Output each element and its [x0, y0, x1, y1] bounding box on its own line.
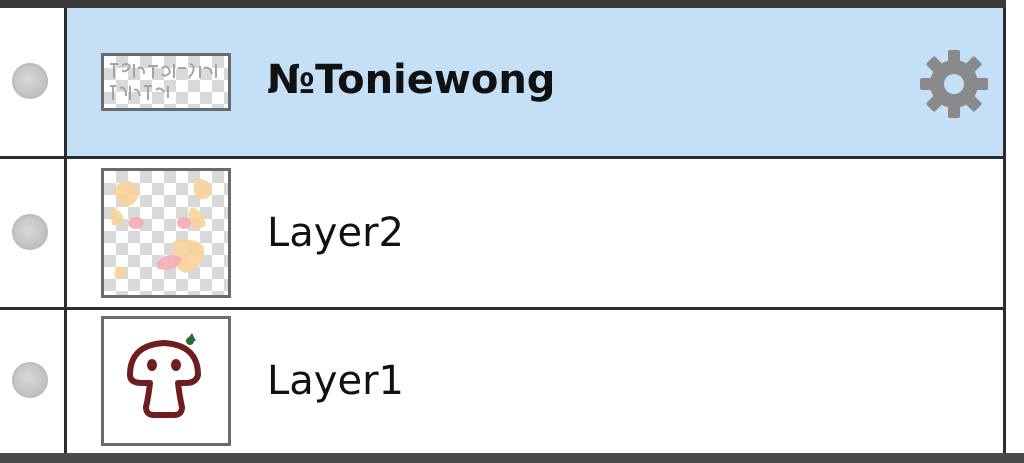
- layer-name[interactable]: Layer1: [267, 358, 404, 404]
- layer-row-content[interactable]: №Toniewong: [67, 8, 1003, 156]
- visibility-toggle-icon[interactable]: [12, 214, 48, 250]
- layer-thumbnail[interactable]: [101, 53, 231, 111]
- layer-row-layer1[interactable]: Layer1: [0, 310, 1003, 453]
- layer-row-content[interactable]: Layer2: [67, 159, 1003, 307]
- panel-top-border: [0, 0, 1006, 8]
- row-divider: [0, 156, 1003, 159]
- mushroom-icon: [127, 333, 201, 418]
- visibility-toggle-icon[interactable]: [12, 63, 48, 99]
- paint-blobs-thumbnail-icon: [110, 178, 212, 278]
- visibility-toggle-icon[interactable]: [12, 362, 48, 398]
- panel-right-border: [1003, 8, 1006, 453]
- layer-row-layer2[interactable]: Layer2: [0, 159, 1003, 307]
- layer-row-content[interactable]: Layer1: [67, 310, 1003, 453]
- panel-bottom-border: [0, 453, 1024, 463]
- panel-gutter: [1006, 0, 1024, 453]
- layer-thumbnail[interactable]: [101, 168, 231, 298]
- layer-row-toniewong[interactable]: №Toniewong: [0, 8, 1003, 156]
- text-preview-thumbnail-icon: [110, 63, 217, 100]
- layer-name[interactable]: Layer2: [267, 210, 404, 256]
- layer-name[interactable]: №Toniewong: [267, 57, 556, 103]
- layer-thumbnail[interactable]: [101, 316, 231, 446]
- gear-icon[interactable]: [918, 48, 990, 120]
- row-divider: [0, 307, 1003, 310]
- visibility-column-divider: [64, 8, 67, 453]
